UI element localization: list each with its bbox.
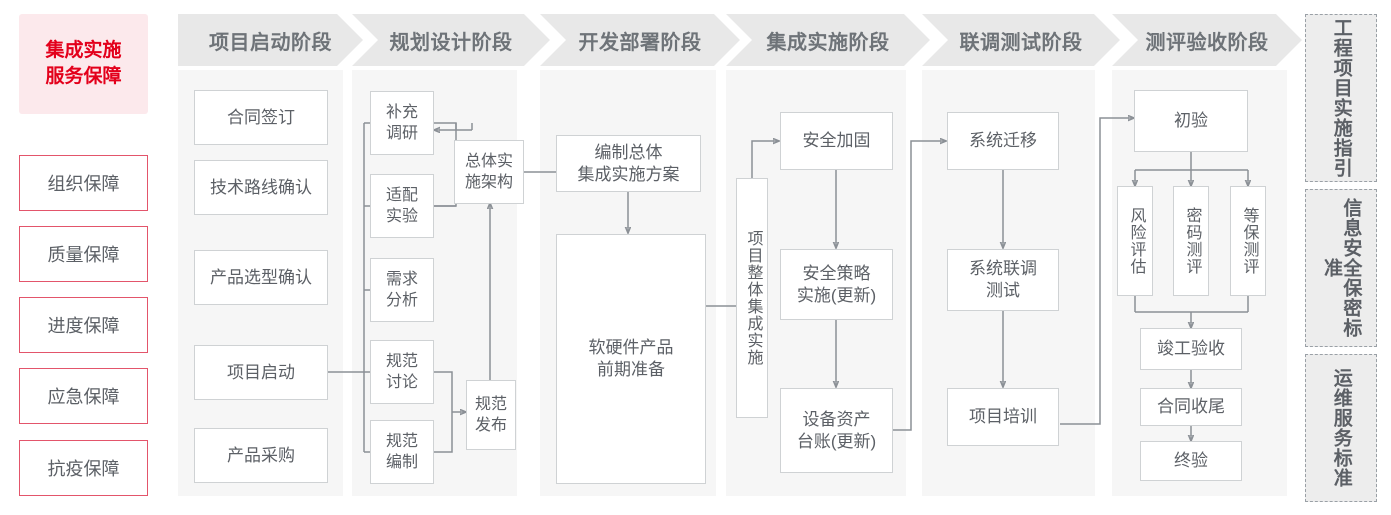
node-label: 合同签订 [227, 107, 295, 127]
phase-header-label: 测评验收阶段 [1145, 31, 1269, 54]
node-label: 项目培训 [969, 407, 1037, 426]
node-label: 初验 [1174, 111, 1208, 130]
node-label: 项目启动 [227, 362, 295, 382]
node-label: 终验 [1174, 451, 1208, 470]
node-label: 规范 [474, 396, 507, 413]
node-label: 调研 [385, 125, 418, 142]
phase-header-label: 项目启动阶段 [209, 31, 332, 54]
phase-header-planning[interactable]: 规划设计阶段 [352, 14, 550, 66]
node-label: 前期准备 [597, 360, 665, 379]
node-overall-integration-plan[interactable]: 编制总体 集成实施方案 [556, 135, 701, 192]
sidebar-item-epidemic[interactable]: 抗疫保障 [19, 440, 148, 496]
sidebar-item-organization[interactable]: 组织保障 [19, 155, 148, 211]
node-contract-closure[interactable]: 合同收尾 [1140, 388, 1242, 426]
node-label: 安全策略 [802, 263, 871, 283]
phase-header-development[interactable]: 开发部署阶段 [540, 14, 740, 66]
phase-header-label: 开发部署阶段 [578, 31, 702, 54]
node-overall-implementation-architecture[interactable]: 总体实 施架构 [454, 140, 524, 204]
node-label: 需求 [385, 271, 418, 288]
phase-header-acceptance[interactable]: 测评验收阶段 [1112, 14, 1302, 66]
node-label: 项目整体集成实施 [744, 230, 762, 366]
node-overall-project-integration[interactable]: 项目整体集成实施 [736, 178, 768, 418]
node-label: 设备资产 [802, 409, 871, 429]
node-product-selection-confirm[interactable]: 产品选型确认 [194, 250, 328, 305]
node-label: 软硬件产品 [588, 338, 674, 357]
node-label: 适配 [385, 187, 418, 204]
phase-header-integration[interactable]: 集成实施阶段 [726, 14, 930, 66]
node-label: 产品选型确认 [210, 267, 312, 287]
node-adaptation-experiment[interactable]: 适配 实验 [370, 174, 434, 238]
node-label: 实验 [385, 208, 418, 225]
node-crypto-evaluation[interactable]: 密码测评 [1173, 186, 1209, 296]
node-label: 测试 [986, 281, 1020, 300]
node-supplementary-research[interactable]: 补充 调研 [370, 91, 434, 155]
node-spec-release[interactable]: 规范 发布 [466, 380, 516, 450]
node-asset-ledger-update[interactable]: 设备资产 台账(更新) [780, 388, 893, 473]
node-label: 风险评估 [1127, 207, 1145, 275]
node-label: 编制 [385, 454, 418, 471]
node-label: 系统联调 [969, 259, 1037, 278]
standard-label: 工程项目实施指引 [1330, 18, 1352, 178]
node-label: 密码测评 [1183, 207, 1201, 275]
standard-box-infosec-standard[interactable]: 信息安全保密标准 [1305, 189, 1377, 347]
node-hw-sw-preparation[interactable]: 软硬件产品 前期准备 [556, 234, 706, 484]
node-label: 发布 [474, 417, 507, 434]
left-panel-title: 集成实施 服务保障 [19, 14, 148, 114]
node-tech-route-confirm[interactable]: 技术路线确认 [194, 160, 328, 215]
left-panel-title-line1: 集成实施 [45, 40, 122, 61]
node-label: 安全加固 [802, 131, 871, 150]
standard-label: 信息安全保密标准 [1321, 198, 1362, 338]
sidebar-item-quality[interactable]: 质量保障 [19, 226, 148, 282]
node-spec-discussion[interactable]: 规范 讨论 [370, 340, 434, 404]
node-label: 等保测评 [1240, 207, 1258, 275]
node-security-policy-update[interactable]: 安全策略 实施(更新) [780, 249, 893, 320]
node-mlps-evaluation[interactable]: 等保测评 [1230, 186, 1266, 296]
left-panel-title-line2: 服务保障 [45, 66, 122, 87]
node-label: 规范 [385, 353, 418, 370]
node-label: 合同收尾 [1157, 397, 1225, 416]
node-spec-drafting[interactable]: 规范 编制 [370, 420, 434, 484]
sidebar-item-emergency[interactable]: 应急保障 [19, 368, 148, 424]
phase-header-startup[interactable]: 项目启动阶段 [178, 14, 363, 66]
node-label: 台账(更新) [796, 431, 877, 451]
node-label: 分析 [385, 292, 418, 309]
node-label: 总体实 [464, 153, 513, 170]
node-label: 集成实施方案 [577, 164, 680, 184]
node-label: 竣工验收 [1157, 339, 1225, 358]
node-label: 规范 [385, 433, 418, 450]
node-label: 技术路线确认 [210, 177, 312, 197]
node-contract-signing[interactable]: 合同签订 [194, 90, 328, 145]
sidebar-item-label: 组织保障 [47, 174, 120, 194]
phase-header-label: 集成实施阶段 [766, 31, 890, 54]
node-preliminary-acceptance[interactable]: 初验 [1134, 90, 1248, 152]
node-system-joint-test[interactable]: 系统联调 测试 [947, 249, 1059, 311]
standard-box-engineering-guideline[interactable]: 工程项目实施指引 [1305, 14, 1377, 182]
phase-header-joint-test[interactable]: 联调测试阶段 [922, 14, 1120, 66]
sidebar-item-label: 抗疫保障 [47, 459, 120, 479]
sidebar-item-schedule[interactable]: 进度保障 [19, 297, 148, 353]
node-requirement-analysis[interactable]: 需求 分析 [370, 258, 434, 322]
standard-label: 运维服务标准 [1330, 368, 1352, 488]
sidebar-item-label: 质量保障 [47, 245, 120, 265]
node-security-hardening[interactable]: 安全加固 [780, 112, 893, 170]
sidebar-item-label: 进度保障 [47, 316, 120, 336]
phase-header-label: 规划设计阶段 [389, 31, 513, 54]
node-project-training[interactable]: 项目培训 [947, 388, 1059, 446]
node-label: 系统迁移 [969, 131, 1037, 150]
standard-box-ops-service-standard[interactable]: 运维服务标准 [1305, 354, 1377, 502]
phase-header-label: 联调测试阶段 [959, 31, 1083, 54]
node-label: 讨论 [385, 374, 418, 391]
node-label: 产品采购 [227, 445, 295, 465]
node-label: 编制总体 [594, 142, 663, 162]
node-final-acceptance[interactable]: 终验 [1140, 441, 1242, 481]
node-label: 施架构 [464, 174, 513, 191]
sidebar-item-label: 应急保障 [47, 387, 120, 407]
node-completion-acceptance[interactable]: 竣工验收 [1140, 328, 1242, 370]
node-project-kickoff[interactable]: 项目启动 [194, 345, 328, 400]
node-system-migration[interactable]: 系统迁移 [947, 112, 1059, 170]
node-risk-assessment[interactable]: 风险评估 [1117, 186, 1153, 296]
node-label: 实施(更新) [796, 285, 877, 305]
node-product-procurement[interactable]: 产品采购 [194, 428, 328, 483]
node-label: 补充 [385, 104, 418, 121]
